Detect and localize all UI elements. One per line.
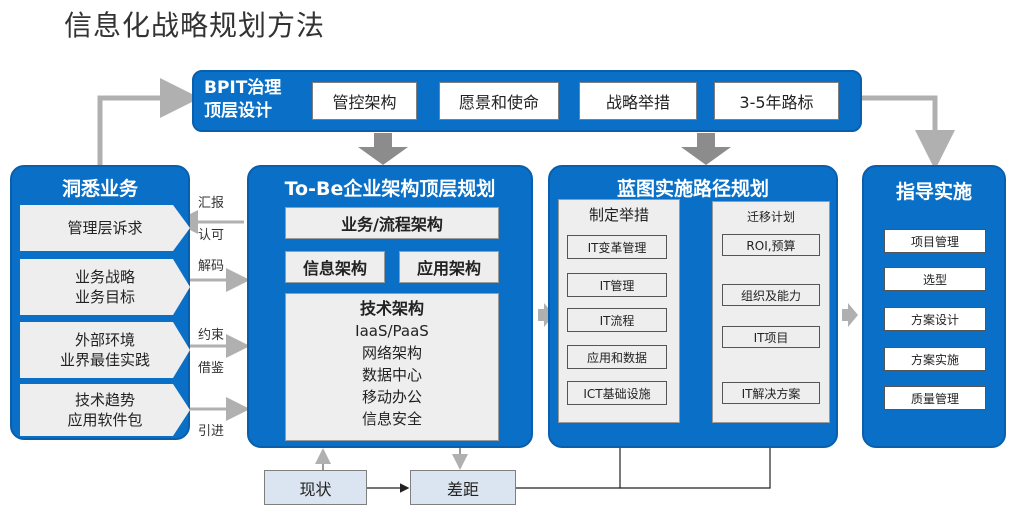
technical-architecture: 技术架构 IaaS/PaaS 网络架构 数据中心 移动办公 信息安全	[285, 293, 499, 441]
topbar-item: 3-5年路标	[714, 82, 839, 120]
chevron-2	[842, 303, 858, 327]
business-architecture: 业务/流程架构	[285, 207, 499, 239]
information-architecture: 信息架构	[285, 251, 385, 283]
insight-item: 技术趋势 应用软件包	[20, 384, 190, 436]
measure-item: IT流程	[567, 308, 667, 332]
current-state-box: 现状	[264, 470, 367, 505]
tech-item: 移动办公	[361, 388, 422, 406]
blueprint-header: 蓝图实施路径规划	[616, 178, 769, 200]
insight-item: 管理层诉求	[20, 205, 190, 251]
side-label: 约束	[198, 328, 225, 343]
application-architecture: 应用架构	[399, 251, 499, 283]
side-label: 借鉴	[198, 361, 225, 376]
tech-title: 技术架构	[359, 299, 424, 318]
guide-item: 选型	[884, 267, 986, 291]
insight-item: 业务战略 业务目标	[20, 259, 190, 315]
tobe-panel: To-Be企业架构顶层规划 业务/流程架构 信息架构 应用架构 技术架构 Iaa…	[247, 165, 533, 448]
page-title: 信息化战略规划方法	[64, 9, 326, 42]
migration-item: ROI,预算	[722, 234, 820, 256]
measures-title: 制定举措	[588, 206, 649, 224]
insight-item: 外部环境 业界最佳实践	[20, 322, 190, 378]
insight-panel: 洞悉业务 管理层诉求 业务战略 业务目标 外部环境 业界最佳实践 技术趋势 应用…	[10, 165, 190, 440]
measure-item: 应用和数据	[567, 345, 667, 369]
tech-item: 网络架构	[361, 344, 422, 362]
gap-to-migration-line	[620, 427, 775, 489]
topbar-item: 愿景和使命	[439, 82, 559, 120]
guide-item: 项目管理	[884, 229, 986, 253]
side-label: 解码	[198, 259, 225, 274]
insight-header: 洞悉业务	[61, 178, 138, 200]
tech-item: 信息安全	[361, 410, 422, 428]
chevron-1	[538, 303, 554, 327]
tobe-header: To-Be企业架构顶层规划	[284, 178, 496, 200]
measure-item: ICT基础设施	[567, 381, 667, 405]
insight-to-topbar-arrow	[97, 78, 200, 168]
measure-item: IT变革管理	[567, 235, 667, 259]
migration-item: IT项目	[722, 326, 820, 348]
side-label: 汇报	[198, 196, 225, 211]
topbar-down-arrow-2	[681, 133, 731, 165]
topbar-to-guide-arrow	[862, 95, 955, 170]
migration-item: IT解决方案	[722, 382, 820, 404]
guide-header: 指导实施	[895, 181, 972, 203]
top-bar-label: BPIT治理 顶层设计	[204, 78, 282, 121]
guide-item: 方案设计	[884, 307, 986, 331]
gap-box: 差距	[410, 470, 516, 505]
blueprint-panel: 蓝图实施路径规划 制定举措 IT变革管理 IT管理 IT流程 应用和数据 ICT…	[548, 165, 838, 448]
guide-item: 方案实施	[884, 347, 986, 371]
topbar-item: 战略举措	[579, 82, 697, 120]
side-label: 认可	[198, 228, 225, 243]
top-governance-bar: BPIT治理 顶层设计 管控架构 愿景和使命 战略举措 3-5年路标	[192, 70, 862, 132]
topbar-down-arrow-1	[358, 133, 408, 165]
tech-item: 数据中心	[361, 366, 422, 384]
migration-item: 组织及能力	[722, 284, 820, 306]
measure-item: IT管理	[567, 273, 667, 297]
guide-item: 质量管理	[884, 386, 986, 410]
topbar-item: 管控架构	[312, 82, 417, 120]
side-label: 引进	[198, 424, 225, 439]
tech-item: IaaS/PaaS	[355, 322, 429, 340]
migration-title: 迁移计划	[746, 210, 795, 224]
guide-panel: 指导实施 项目管理 选型 方案设计 方案实施 质量管理	[862, 165, 1006, 448]
